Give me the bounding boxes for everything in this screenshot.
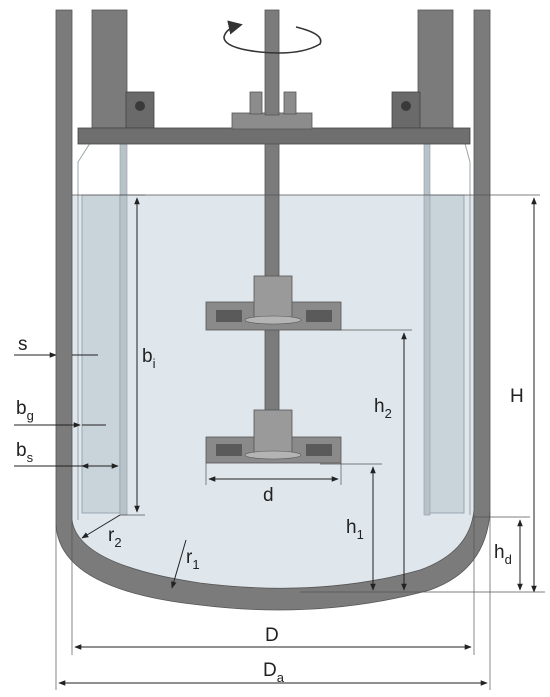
dim-s: s [14,334,98,358]
lower-impeller [205,409,342,464]
svg-text:s: s [18,334,28,355]
svg-text:r1: r1 [186,547,200,572]
upper-impeller [205,275,342,331]
svg-text:bs: bs [16,440,34,465]
svg-text:h2: h2 [374,396,392,421]
inner-vessel-outline [77,139,471,520]
dim-bi: bi [120,194,156,516]
right-baffle [427,194,465,514]
svg-text:bi: bi [142,346,156,371]
right-post [417,9,454,129]
right-bracket [391,91,421,129]
svg-text:hd: hd [494,542,512,567]
dim-r1: r1 [171,539,200,589]
dim-hd: hd [474,516,530,591]
dim-Da: Da [58,660,488,686]
dim-bs: bs [14,440,119,469]
dim-r2: r2 [81,514,122,550]
dim-h2: h2 [320,329,412,591]
left-bracket-hole [135,101,145,111]
shaft-upper [264,9,280,116]
hub-post-left [249,91,263,115]
dim-D: D [74,625,472,650]
right-bracket-hole [401,101,411,111]
left-post [91,9,128,129]
rotate-arrow-icon [223,20,322,54]
dim-d: d [205,463,342,506]
hub-post-right [283,91,297,115]
tank-wall [55,9,491,611]
svg-text:D: D [265,625,279,646]
svg-text:h1: h1 [346,517,364,542]
svg-text:H: H [510,386,524,407]
lid-plate [77,127,471,145]
left-baffle-edge [119,139,128,516]
left-baffle [81,194,121,514]
svg-text:d: d [263,485,274,506]
svg-text:bg: bg [16,398,34,423]
dim-H: H [510,197,537,593]
svg-text:Da: Da [263,660,285,685]
right-baffle-edge [423,139,431,516]
dim-bg: bg [14,398,106,428]
svg-text:r2: r2 [108,525,122,550]
dim-h1: h1 [320,463,382,591]
